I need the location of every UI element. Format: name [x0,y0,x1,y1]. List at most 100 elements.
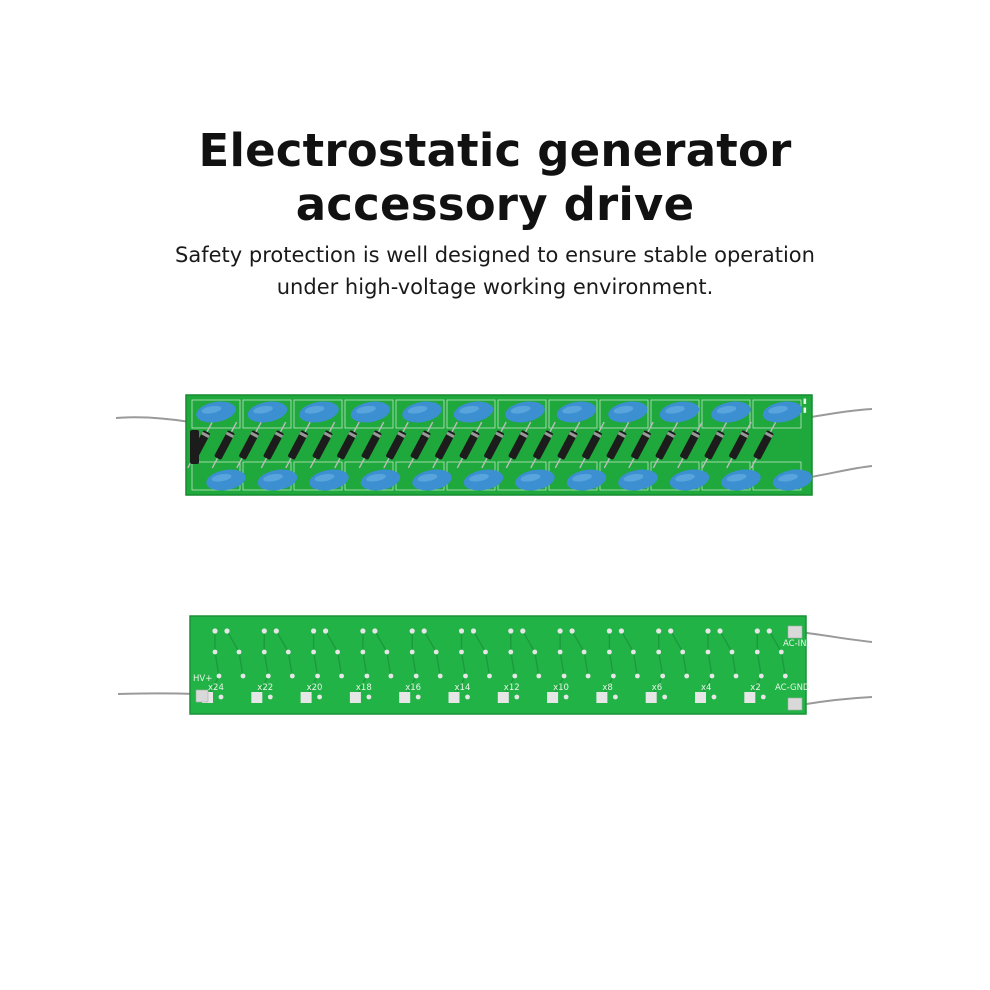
solder-pad [760,694,766,700]
capacitor [257,469,298,491]
solder-pad [581,649,587,655]
solder-pad [705,628,711,634]
solder-pad [618,628,625,634]
solder-pad [512,673,518,679]
solder-pad [372,628,378,634]
tap-label: x2 [750,683,760,693]
solder-pad [557,649,563,655]
solder-pad [224,628,230,634]
capacitor [505,401,545,423]
solder-pad [711,694,717,700]
diode [358,421,385,469]
terminal-ac-gnd [787,697,803,711]
tap-label: x6 [652,683,662,693]
solder-pad [413,673,419,679]
capacitor [556,401,597,423]
solder-pad [680,649,686,655]
solder-pad [437,673,443,679]
tap-label: x18 [356,683,372,693]
capacitor [772,469,813,491]
capacitor [566,469,607,491]
solder-pad [613,694,618,700]
tap-pad [547,692,559,703]
diode [603,421,630,469]
solder-pad [557,628,563,634]
label-ac-in: AC-IN [783,639,807,649]
solder-pad [366,694,372,700]
capacitor [247,401,288,423]
label-ac-gnd: AC-GND [775,683,810,693]
solder-pad [273,628,279,634]
tap-label: x4 [701,683,711,693]
solder-pad [684,673,690,679]
solder-pad [415,694,421,700]
solder-pad [607,649,612,655]
tap-pad [300,692,312,703]
solder-pad [606,628,613,634]
solder-pad [758,673,764,679]
tap-label: x12 [504,683,520,693]
diode [260,421,287,469]
solder-pad [668,628,674,634]
tap-label: x20 [307,683,323,693]
solder-pad [532,649,538,655]
solder-pad [656,649,662,655]
solder-pad [754,628,760,634]
solder-pad [561,673,567,679]
diode [383,421,409,469]
capacitor-row-top [196,401,803,423]
diode [579,421,605,469]
diode [530,421,556,469]
solder-pad [631,649,636,655]
diode [285,421,311,469]
front-board-code: ▬ ▬ [801,398,809,413]
subheading-line-2: under high-voltage working environment. [276,275,714,299]
solder-pad [778,649,784,655]
solder-pad [705,649,711,655]
capacitor [618,469,658,491]
solder-pad [459,649,464,655]
label-hv: HV+ [193,674,212,684]
tap-pad [399,692,411,703]
capacitor [515,469,555,491]
capacitor [360,469,401,491]
diode [432,421,458,469]
solder-pad [261,628,267,634]
solder-pad [323,628,329,634]
capacitor [412,469,452,491]
front-lead-left [115,416,191,423]
front-lead-right-top [804,408,873,419]
solder-pad [709,673,715,679]
tap-label: x22 [257,683,273,693]
diode [677,421,703,469]
solder-pad [635,673,640,679]
solder-pad [729,649,735,655]
capacitor [453,401,494,423]
solder-pad [563,694,569,700]
solder-pad [240,673,246,679]
solder-pad [508,649,514,655]
heading-line-1: Electrostatic generator [198,124,792,177]
heading-line-2: accessory drive [295,178,695,231]
capacitor [463,469,504,491]
solder-pad [212,649,218,655]
solder-pad [267,694,273,700]
front-lead-right-bottom [804,465,873,479]
solder-pad [514,694,520,700]
capacitor [659,401,700,423]
tap-pad [744,692,756,703]
diode [236,421,262,469]
solder-pad [536,673,542,679]
diode [750,421,777,469]
capacitor [608,401,648,423]
capacitor [721,469,761,491]
capacitor [299,401,339,423]
diode [211,421,238,469]
tap-pad [251,692,263,703]
solder-pad [317,694,322,700]
capacitor [669,469,710,491]
solder-pad [754,649,760,655]
back-lead-right-bottom [799,696,873,706]
solder-pad [339,673,344,679]
